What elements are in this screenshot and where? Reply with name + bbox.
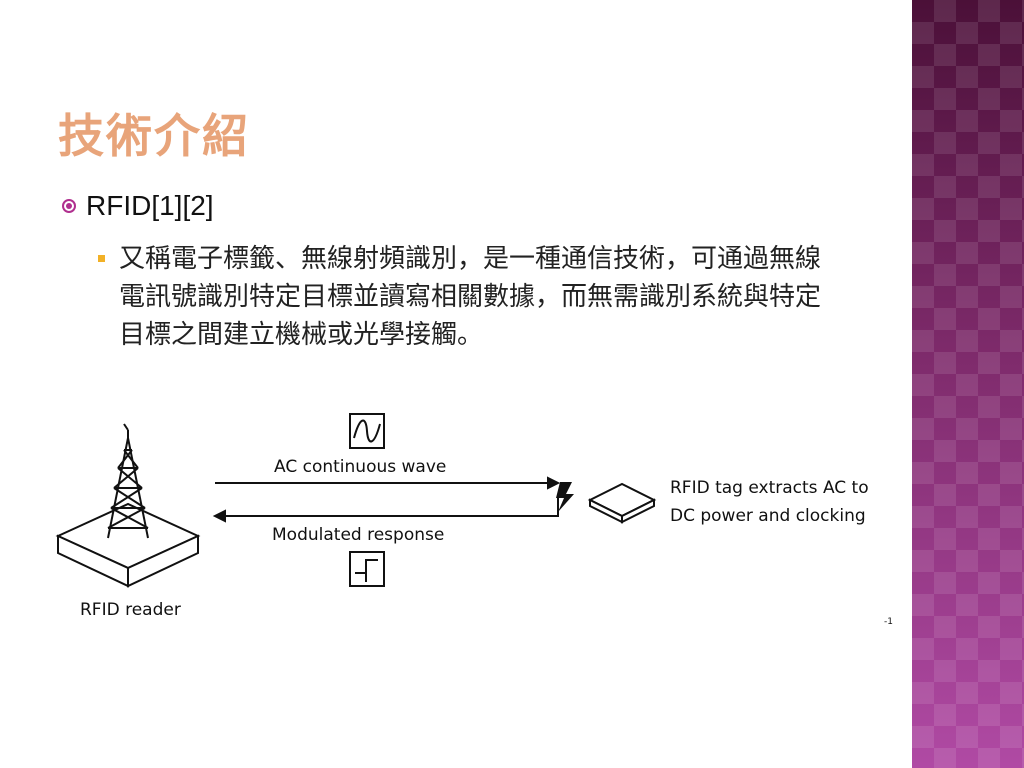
sine-wave-icon xyxy=(349,413,385,449)
antenna-tower-icon xyxy=(55,423,201,588)
bullet-level2-text: 又稱電子標籤、無線射頻識別，是一種通信技術，可通過無線電訊號識別特定目標並讀寫相… xyxy=(119,244,822,350)
bullet-level1: RFID[1][2] xyxy=(62,190,214,222)
return-arrow-head xyxy=(212,509,226,523)
radio-bullet-icon xyxy=(62,199,76,213)
tag-label-line1: RFID tag extracts AC to xyxy=(670,478,869,498)
step-wave-icon xyxy=(349,551,385,587)
top-arrow-label: AC continuous wave xyxy=(274,457,446,477)
bullet-level1-text: RFID[1][2] xyxy=(86,190,214,221)
lightning-icon xyxy=(556,482,574,512)
bullet-level2: 又稱電子標籤、無線射頻識別，是一種通信技術，可通過無線電訊號識別特定目標並讀寫相… xyxy=(98,240,838,354)
rfid-diagram: AC continuous wave Modulated response RF… xyxy=(55,413,893,627)
footnote-mark: -1 xyxy=(884,617,893,627)
return-arrow xyxy=(225,496,559,517)
bottom-arrow-label: Modulated response xyxy=(272,525,444,545)
tag-label-line2: DC power and clocking xyxy=(670,506,866,526)
square-bullet-icon xyxy=(98,255,105,262)
slide-title: 技術介紹 xyxy=(58,109,250,163)
forward-arrow-head xyxy=(547,476,561,490)
reader-label: RFID reader xyxy=(80,600,181,620)
decorative-side-panel xyxy=(912,0,1024,768)
rfid-tag-icon xyxy=(587,482,657,524)
